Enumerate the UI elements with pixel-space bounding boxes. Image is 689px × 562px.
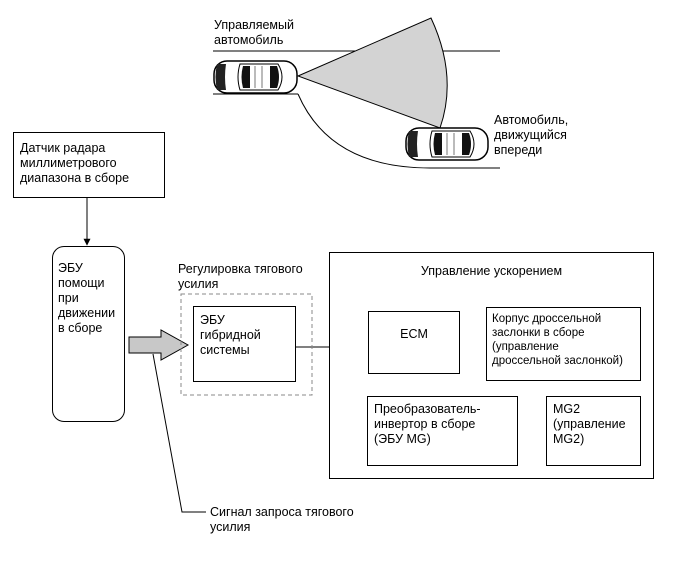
traction-control-title: Регулировка тягового усилия <box>178 262 303 291</box>
mg2-label: MG2 (управление MG2) <box>553 402 626 446</box>
controlled-vehicle-label: Управляемый автомобиль <box>214 18 294 47</box>
front-vehicle-label: Автомобиль, движущийся впереди <box>494 113 569 157</box>
controlled-car-icon <box>213 60 298 94</box>
traction-request-signal-label: Сигнал запроса тягового усилия <box>210 505 354 534</box>
driving-assist-ecu-label: ЭБУ помощи при движении в сборе <box>58 261 116 335</box>
radar-beam <box>296 17 448 129</box>
throttle-body-box: Корпус дроссельной заслонки в сборе (упр… <box>486 307 641 381</box>
mg2-box: MG2 (управление MG2) <box>546 396 641 466</box>
signal-leader-line <box>152 353 206 513</box>
radar-sensor-box: Датчик радара миллиметрового диапазона в… <box>13 132 165 198</box>
driving-assist-ecu-box: ЭБУ помощи при движении в сборе <box>52 246 125 422</box>
traction-control-group <box>180 293 313 396</box>
acceleration-control-title: Управление ускорением <box>420 264 563 278</box>
traction-request-arrow <box>128 329 190 361</box>
inverter-label: Преобразователь- инвертор в сборе (ЭБУ M… <box>374 402 481 446</box>
inverter-box: Преобразователь- инвертор в сборе (ЭБУ M… <box>367 396 518 466</box>
hybrid-ecu-label: ЭБУ гибридной системы <box>200 313 261 357</box>
ecm-label: ECM <box>400 327 428 341</box>
throttle-body-label: Корпус дроссельной заслонки в сборе (упр… <box>492 313 623 367</box>
radar-sensor-label: Датчик радара миллиметрового диапазона в… <box>20 141 130 185</box>
ecm-box: ECM <box>368 311 460 374</box>
road-curve <box>297 93 500 169</box>
front-car-icon <box>405 127 489 161</box>
hybrid-ecu-box: ЭБУ гибридной системы <box>193 306 296 382</box>
